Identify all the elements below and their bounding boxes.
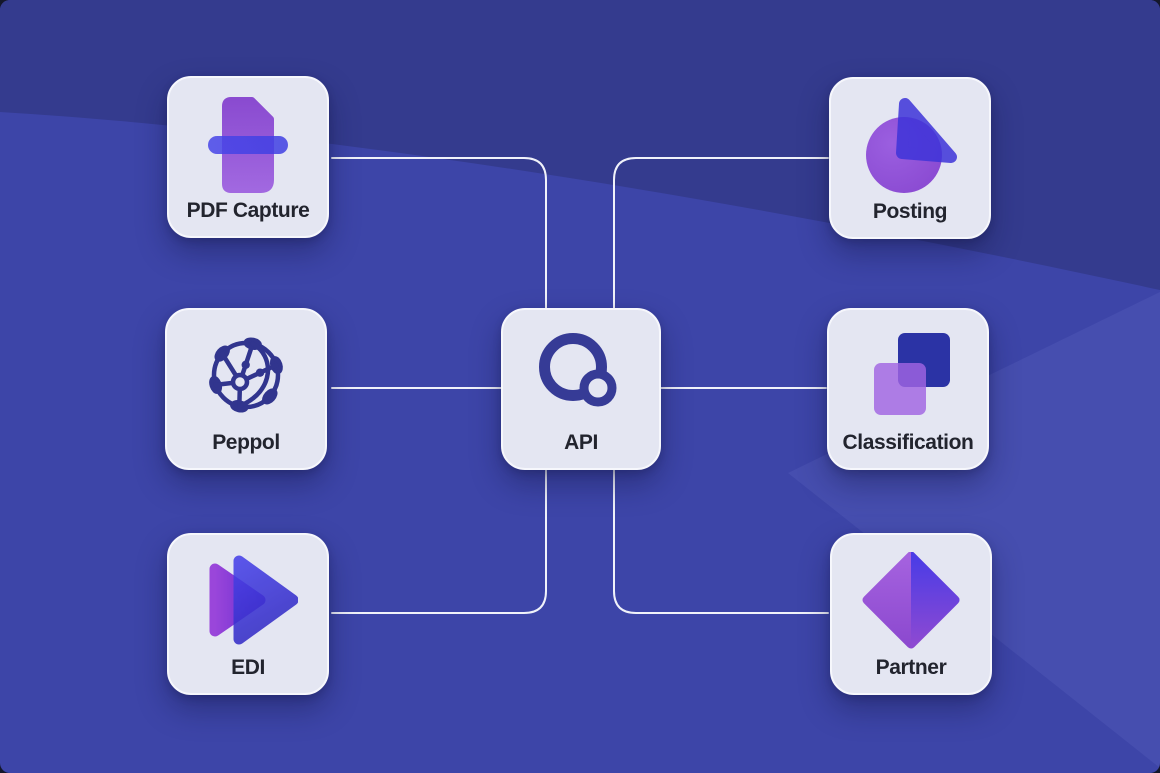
node-api-hub: API (501, 308, 661, 470)
node-label: EDI (231, 656, 265, 679)
node-label: API (564, 431, 598, 454)
node-label: Partner (875, 656, 947, 679)
connector-partner-api (613, 467, 829, 614)
globe-network-icon (209, 337, 283, 413)
node-partner: Partner (830, 533, 992, 695)
two-circles-logo-icon (539, 333, 617, 407)
connector-edi-api (331, 467, 547, 614)
connector-posting-api (613, 157, 829, 311)
overlapping-squares-icon (874, 333, 950, 415)
node-label: Peppol (212, 431, 280, 454)
node-peppol: Peppol (165, 308, 327, 470)
node-edi: EDI (167, 533, 329, 695)
node-pdf-capture: PDF Capture (167, 76, 329, 238)
split-diamond-icon (862, 552, 960, 649)
node-label: Posting (872, 200, 948, 223)
node-classification: Classification (827, 308, 989, 470)
double-triangle-fast-forward-icon (209, 555, 298, 645)
pie-chart-slice-icon (866, 98, 957, 193)
background-light-wedge (788, 292, 1160, 768)
node-label: PDF Capture (186, 199, 310, 222)
node-posting: Posting (829, 77, 991, 239)
connector-pdf-capture-api (331, 157, 547, 311)
pdf-scan-document-icon (208, 97, 288, 193)
node-label: Classification (842, 431, 974, 454)
